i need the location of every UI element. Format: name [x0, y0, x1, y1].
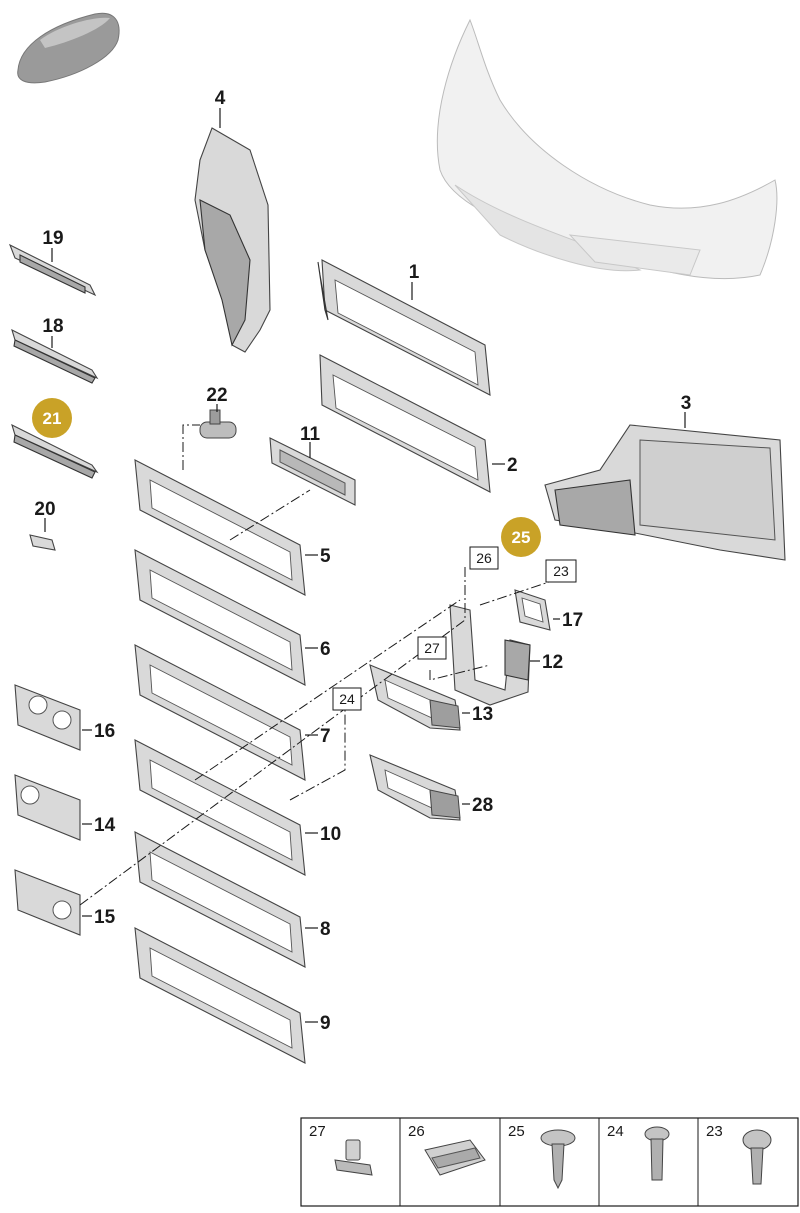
callout-6: 6: [320, 639, 331, 660]
callout-12: 12: [542, 652, 563, 673]
part-15-trim-plate: [14, 869, 92, 936]
part-20-clip: [29, 518, 56, 551]
spring-clip-icon: [424, 1139, 486, 1176]
callout-5: 5: [320, 546, 331, 567]
callout-3: 3: [681, 393, 692, 414]
callout-8: 8: [320, 919, 331, 940]
clip-nut-icon: [334, 1139, 373, 1176]
part-21-trim: [11, 423, 99, 479]
fastener-legend: 27 26 25 24: [300, 1117, 799, 1207]
part-19-bracket: [8, 243, 97, 297]
callout-labels: 4 1 2 3 19 18 20 22 11 5 6 7 10 8 9 16 1…: [34, 88, 691, 1034]
legend-cell-23: 23: [706, 1123, 772, 1185]
part-22-sensor: [199, 404, 237, 439]
svg-text:23: 23: [706, 1123, 723, 1140]
legend-cell-25: 25: [508, 1123, 576, 1190]
part-9-grille: [134, 927, 318, 1064]
boxed-ref-26: 26: [469, 546, 499, 570]
legend-cell-27: 27: [309, 1123, 373, 1176]
part-16-trim-plate: [14, 684, 92, 751]
part-8-grille: [134, 831, 318, 968]
part-3-side-duct: [544, 412, 786, 561]
part-2-frame: [319, 354, 505, 493]
callout-19: 19: [42, 228, 63, 249]
part-6-grille: [134, 549, 318, 686]
svg-text:24: 24: [607, 1123, 624, 1140]
svg-text:23: 23: [553, 563, 569, 579]
boxed-ref-23: 23: [545, 559, 577, 583]
svg-text:26: 26: [476, 550, 492, 566]
part-13-duct: [369, 664, 470, 731]
callout-18: 18: [42, 316, 63, 337]
callout-25: 25: [512, 528, 531, 547]
part-10-grille: [134, 739, 318, 876]
part-17-gasket: [514, 589, 560, 631]
svg-text:24: 24: [339, 691, 355, 707]
washer-screw-icon: [742, 1129, 772, 1185]
assembly-lines: [79, 424, 556, 906]
boxed-ref-24: 24: [332, 687, 362, 711]
flange-screw-icon: [540, 1129, 576, 1190]
callout-2: 2: [507, 455, 518, 476]
part-5-grille: [134, 459, 318, 596]
legend-cell-24: 24: [607, 1123, 670, 1181]
callout-22: 22: [206, 385, 227, 406]
part-28-duct: [369, 754, 470, 821]
part-4-air-duct: [194, 108, 271, 353]
svg-text:25: 25: [508, 1123, 525, 1140]
callout-20: 20: [34, 499, 55, 520]
callout-13: 13: [472, 704, 493, 725]
part-1-frame: [317, 259, 491, 396]
callout-16: 16: [94, 721, 115, 742]
bolt-icon: [644, 1126, 670, 1181]
callout-1: 1: [409, 262, 420, 283]
svg-text:26: 26: [408, 1123, 425, 1140]
svg-text:27: 27: [309, 1123, 326, 1140]
part-12-bracket: [449, 604, 540, 706]
highlight-25-badge: 25: [501, 517, 541, 557]
svg-text:27: 27: [424, 640, 440, 656]
callout-28: 28: [472, 795, 493, 816]
callout-11: 11: [300, 424, 321, 445]
callout-4: 4: [215, 88, 226, 109]
callout-7: 7: [320, 726, 331, 747]
callout-9: 9: [320, 1013, 331, 1034]
callout-15: 15: [94, 907, 116, 928]
vehicle-thumbnail-icon: [17, 12, 120, 84]
part-11-grille-insert: [269, 437, 356, 506]
callout-17: 17: [562, 610, 583, 631]
callout-10: 10: [320, 824, 341, 845]
highlight-21-badge: 21: [32, 398, 72, 438]
boxed-ref-27: 27: [417, 636, 447, 660]
part-14-trim-plate: [14, 774, 92, 841]
legend-cell-26: 26: [408, 1123, 486, 1176]
part-18-trim: [11, 328, 99, 384]
front-bumper-cover: [436, 18, 778, 280]
part-7-grille: [134, 644, 318, 781]
callout-14: 14: [94, 815, 116, 836]
callout-21: 21: [43, 409, 62, 428]
